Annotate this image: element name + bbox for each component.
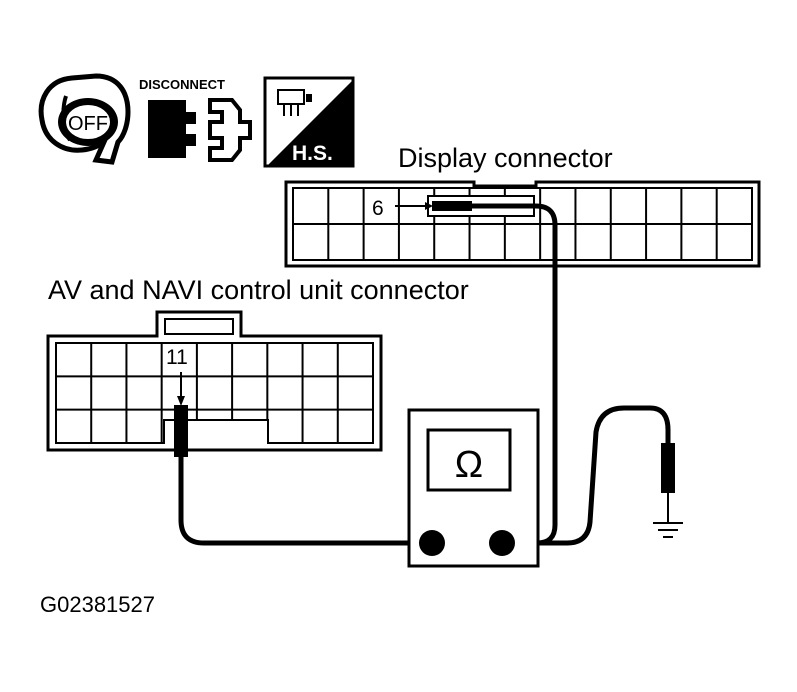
ohmmeter: Ω [407, 408, 540, 568]
display-probe [432, 201, 472, 211]
display-connector-label: Display connector [398, 143, 613, 173]
test-leads [178, 203, 671, 546]
av-probe [174, 405, 188, 457]
ground-probe [653, 443, 683, 538]
av-pin-11-label: 11 [166, 346, 188, 369]
display-pin-6-label: 6 [372, 197, 384, 220]
av-navi-connector-label: AV and NAVI control unit connector [48, 275, 469, 305]
display-connector: 6 [284, 180, 761, 268]
av-navi-connector: 11 [46, 310, 383, 457]
disconnect-text: DISCONNECT [139, 77, 225, 92]
harness-sensor-icon: H.S. [263, 76, 355, 168]
ground-icon [653, 522, 683, 538]
ohm-symbol: Ω [455, 444, 483, 486]
hs-text: H.S. [292, 142, 333, 165]
meter-terminal-left [419, 530, 445, 556]
meter-terminal-right [489, 530, 515, 556]
figure-id: G02381527 [40, 592, 155, 617]
ignition-off-icon: OFF [38, 73, 131, 165]
ignition-off-text: OFF [68, 113, 108, 135]
disconnect-icon: DISCONNECT [139, 77, 252, 162]
